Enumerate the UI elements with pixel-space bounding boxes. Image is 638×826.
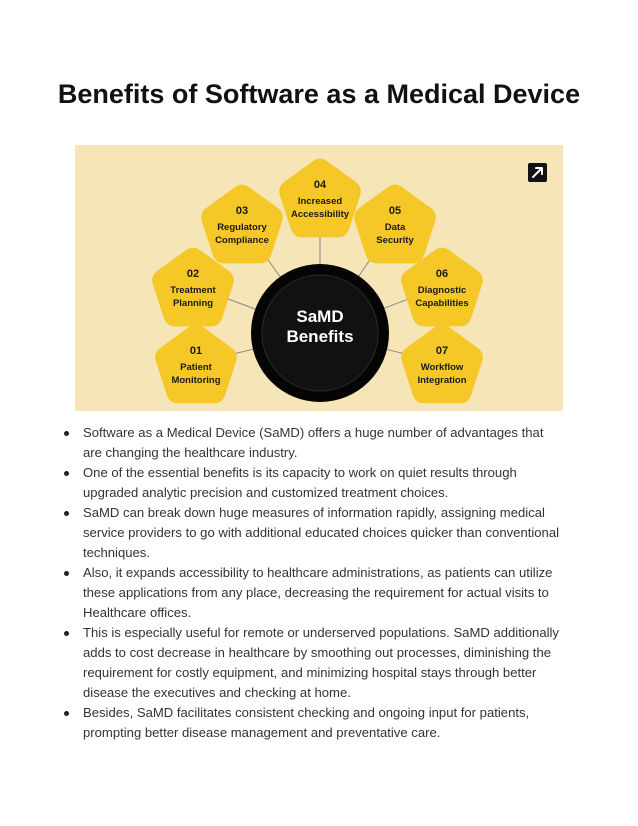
benefit-label-line1: Treatment [170, 285, 216, 296]
benefit-label-line2: Monitoring [171, 375, 220, 386]
hub-circle: SaMD Benefits [251, 264, 389, 402]
benefit-number: 05 [389, 205, 401, 217]
benefit-label-line2: Capabilities [415, 298, 468, 309]
bullet-text: This is especially useful for remote or … [83, 625, 559, 700]
benefit-label-line1: Patient [180, 362, 213, 373]
bullet-text: Also, it expands accessibility to health… [83, 565, 553, 620]
benefit-label-line2: Accessibility [291, 209, 350, 220]
benefit-number: 07 [436, 345, 448, 357]
bullet-dot-icon [64, 571, 69, 576]
bullet-dot-icon [64, 511, 69, 516]
bullet-text: SaMD can break down huge measures of inf… [83, 505, 560, 560]
benefit-label-line1: Data [385, 222, 406, 233]
bullet-item: Also, it expands accessibility to health… [63, 563, 563, 623]
benefits-bullet-list: Software as a Medical Device (SaMD) offe… [63, 423, 563, 743]
benefit-label-line2: Integration [417, 375, 466, 386]
infographic-canvas: SaMD Benefits 01PatientMonitoring02Treat… [75, 145, 563, 411]
bullet-item: SaMD can break down huge measures of inf… [63, 503, 563, 563]
bullet-item: This is especially useful for remote or … [63, 623, 563, 703]
pentagon-shape [401, 324, 483, 404]
hub-title-line1: SaMD [296, 307, 343, 326]
benefit-number: 01 [190, 345, 202, 357]
benefit-number: 03 [236, 205, 248, 217]
benefit-label-line1: Diagnostic [418, 285, 467, 296]
benefit-label-line1: Workflow [421, 362, 464, 373]
page-title: Benefits of Software as a Medical Device [57, 79, 581, 109]
bullet-dot-icon [64, 471, 69, 476]
benefit-pentagons: 01PatientMonitoring02TreatmentPlanning03… [152, 158, 483, 404]
benefit-number: 04 [314, 179, 327, 191]
bullet-text: Software as a Medical Device (SaMD) offe… [83, 425, 544, 460]
bullet-item: Besides, SaMD facilitates consistent che… [63, 703, 563, 743]
bullet-item: Software as a Medical Device (SaMD) offe… [63, 423, 563, 463]
pentagon-shape [279, 158, 361, 238]
external-link-arrow-icon[interactable] [528, 163, 547, 182]
benefit-label-line2: Security [376, 235, 414, 246]
benefit-number: 06 [436, 268, 448, 280]
hub-inner-disc [261, 274, 379, 392]
bullet-text: One of the essential benefits is its cap… [83, 465, 517, 500]
bullet-dot-icon [64, 711, 69, 716]
pentagon-shape [152, 247, 234, 327]
bullet-dot-icon [64, 431, 69, 436]
pentagon-shape [201, 184, 283, 264]
benefit-number: 02 [187, 268, 199, 280]
pentagon-shape [155, 324, 237, 404]
benefit-label-line1: Increased [298, 196, 343, 207]
bullet-item: One of the essential benefits is its cap… [63, 463, 563, 503]
bullet-dot-icon [64, 631, 69, 636]
benefit-label-line2: Compliance [215, 235, 269, 246]
bullet-text: Besides, SaMD facilitates consistent che… [83, 705, 530, 740]
pentagon-shape [401, 247, 483, 327]
benefit-label-line2: Planning [173, 298, 213, 309]
pentagon-shape [354, 184, 436, 264]
hub-title-line2: Benefits [286, 327, 353, 346]
benefit-label-line1: Regulatory [217, 222, 267, 233]
